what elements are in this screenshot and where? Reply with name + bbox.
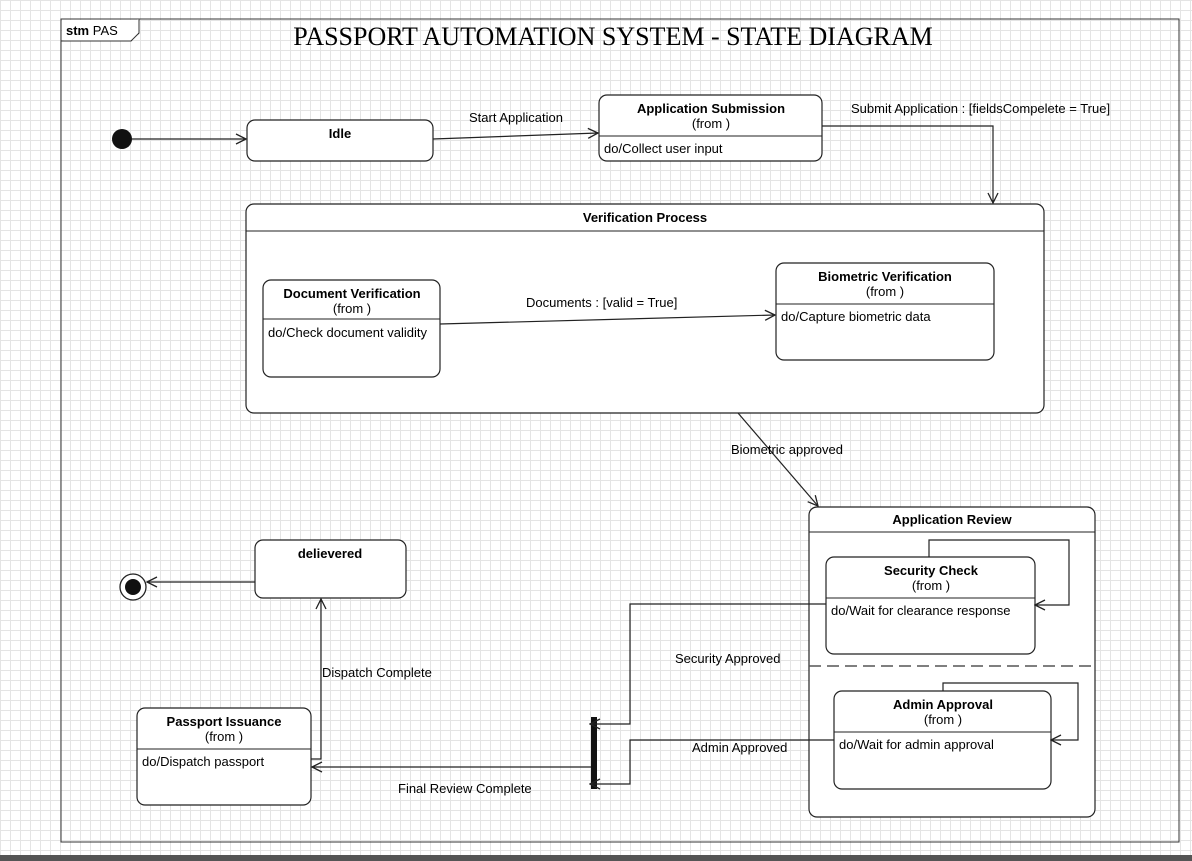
state-document-verification-name: Document Verification — [283, 286, 420, 301]
state-biometric-verification-activity: do/Capture biometric data — [781, 309, 931, 324]
state-document-verification[interactable]: Document Verification (from ) do/Check d… — [262, 279, 441, 378]
state-application-review-name: Application Review — [892, 512, 1012, 527]
label-biometric-approved: Biometric approved — [731, 442, 843, 457]
state-application-submission-from: (from ) — [692, 116, 730, 131]
state-idle[interactable]: Idle — [246, 119, 434, 162]
state-document-verification-activity: do/Check document validity — [268, 325, 427, 340]
state-verification-process[interactable]: Verification Process — [245, 203, 1045, 414]
state-security-check-name: Security Check — [884, 563, 979, 578]
state-document-verification-from: (from ) — [333, 301, 371, 316]
state-admin-approval-from: (from ) — [924, 712, 962, 727]
state-security-check-activity: do/Wait for clearance response — [831, 603, 1010, 618]
state-idle-name: Idle — [329, 126, 351, 141]
label-dispatch-complete: Dispatch Complete — [322, 665, 432, 680]
window-bottom-bar — [0, 855, 1192, 861]
state-security-check[interactable]: Security Check (from ) do/Wait for clear… — [825, 556, 1036, 655]
frame-keyword: stm — [66, 23, 89, 38]
label-final-review: Final Review Complete — [398, 781, 532, 796]
state-biometric-verification[interactable]: Biometric Verification (from ) do/Captur… — [775, 262, 995, 361]
transition-start-application[interactable] — [432, 133, 598, 140]
frame-tag: stm PAS — [66, 23, 118, 38]
transition-admin-self-loop[interactable] — [942, 682, 1079, 740]
state-biometric-verification-name: Biometric Verification — [818, 269, 952, 284]
state-admin-approval[interactable]: Admin Approval (from ) do/Wait for admin… — [833, 690, 1052, 790]
label-submit-application: Submit Application : [fieldsCompelete = … — [851, 101, 1110, 116]
transition-security-self-loop[interactable] — [928, 539, 1070, 605]
state-passport-issuance-from: (from ) — [205, 729, 243, 744]
label-start-application: Start Application — [469, 110, 563, 125]
state-biometric-verification-from: (from ) — [866, 284, 904, 299]
join-bar — [591, 717, 597, 789]
state-passport-issuance[interactable]: Passport Issuance (from ) do/Dispatch pa… — [136, 707, 312, 806]
state-application-submission[interactable]: Application Submission (from ) do/Collec… — [598, 94, 823, 162]
frame-name: PAS — [93, 23, 118, 38]
label-documents: Documents : [valid = True] — [526, 295, 677, 310]
state-passport-issuance-name: Passport Issuance — [167, 714, 282, 729]
state-admin-approval-name: Admin Approval — [893, 697, 993, 712]
label-admin-approved: Admin Approved — [692, 740, 787, 755]
diagram-frame: stm PAS — [60, 18, 1180, 843]
state-application-submission-activity: do/Collect user input — [604, 141, 723, 156]
state-passport-issuance-activity: do/Dispatch passport — [142, 754, 265, 769]
state-security-check-from: (from ) — [912, 578, 950, 593]
label-security-approved: Security Approved — [675, 651, 781, 666]
state-delivered[interactable]: delievered — [254, 539, 407, 599]
initial-state — [112, 129, 132, 149]
state-delivered-name: delievered — [298, 546, 362, 561]
state-application-submission-name: Application Submission — [637, 101, 785, 116]
transition-admin-approved[interactable] — [590, 739, 834, 784]
transition-biometric-approved[interactable] — [737, 412, 818, 506]
transition-documents[interactable] — [439, 315, 775, 325]
state-admin-approval-activity: do/Wait for admin approval — [839, 737, 994, 752]
final-state — [119, 573, 147, 601]
transition-submit-application[interactable] — [822, 125, 993, 203]
diagram-title: PASSPORT AUTOMATION SYSTEM - STATE DIAGR… — [293, 22, 933, 51]
state-verification-process-name: Verification Process — [583, 210, 707, 225]
transition-security-approved[interactable] — [590, 603, 826, 724]
transition-dispatch-complete[interactable] — [311, 599, 321, 760]
